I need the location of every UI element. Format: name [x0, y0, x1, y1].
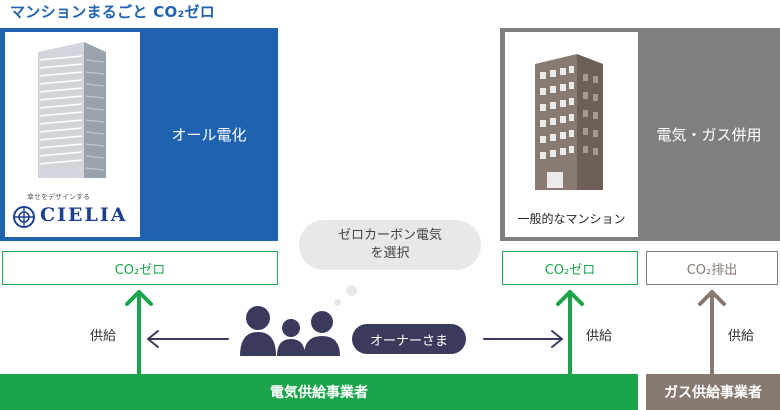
right-brown-up-arrow	[698, 290, 726, 376]
electric-supplier-bar: 電気供給事業者	[0, 374, 638, 410]
navy-left-arrow	[147, 330, 229, 348]
owners-people-icon	[240, 306, 340, 356]
mid-green-up-arrow	[556, 290, 584, 376]
electric-gas-label: 電気・ガス併用	[656, 126, 762, 144]
left-green-up-arrow	[125, 290, 153, 376]
left-co2-zero-box: CO₂ゼロ	[2, 251, 278, 285]
cielia-brand: CIELIA	[40, 204, 128, 226]
supply-label-mid: 供給	[586, 329, 613, 344]
bubble-dot-large	[346, 285, 357, 296]
bubble-line-2: を選択	[370, 246, 410, 261]
zero-carbon-bubble: ゼロカーボン電気 を選択	[299, 220, 481, 270]
all-electric-label: オール電化	[171, 126, 247, 144]
cielia-tagline: 幸せをデザインする	[27, 193, 90, 201]
gas-supplier-bar: ガス供給事業者	[646, 374, 780, 410]
mid-co2-zero-box: CO₂ゼロ	[502, 251, 638, 285]
bubble-dot-small	[334, 299, 341, 306]
navy-right-arrow	[483, 330, 563, 348]
page-title: マンションまるごと CO₂ゼロ	[10, 3, 216, 21]
cielia-emblem-icon	[13, 206, 35, 228]
owner-label-pill: オーナーさま	[352, 324, 466, 354]
general-building-icon	[535, 54, 603, 190]
right-co2-emission-box: CO₂排出	[646, 251, 778, 285]
bubble-line-1: ゼロカーボン電気	[337, 228, 442, 243]
supply-label-left: 供給	[90, 329, 117, 344]
general-mansion-caption: 一般的なマンション	[517, 212, 626, 226]
supply-label-right: 供給	[728, 329, 755, 344]
cielia-building-icon	[38, 42, 106, 178]
